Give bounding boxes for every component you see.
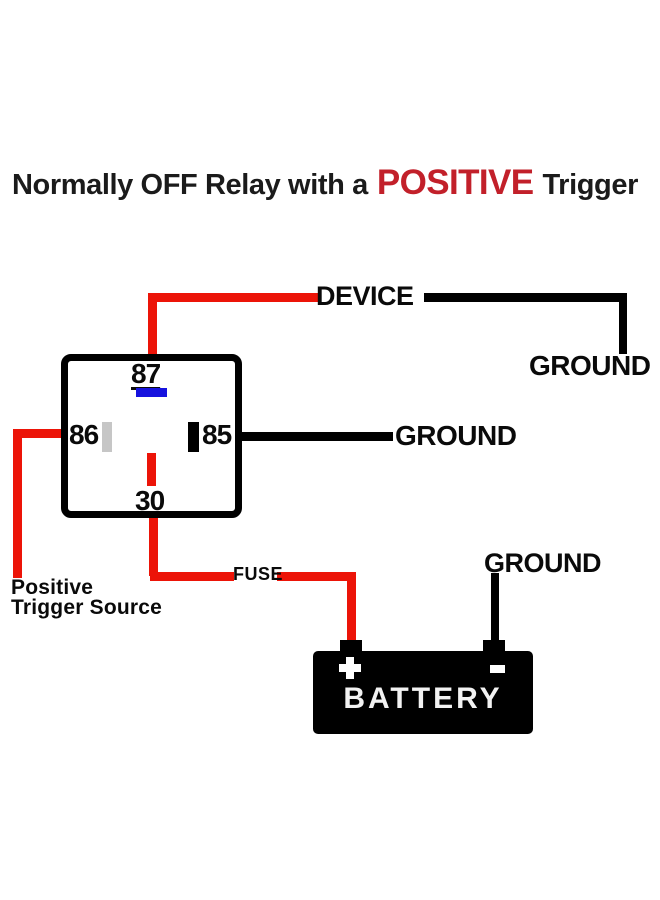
- trigger-label-line1: Positive: [11, 576, 94, 599]
- battery-minus-icon: [490, 665, 505, 673]
- wire-pin87-to-device: [148, 293, 318, 302]
- relay-pin-85-terminal: [188, 422, 199, 452]
- relay-pin-87-terminal: [136, 388, 167, 397]
- wire-device-to-ground-vertical: [619, 296, 627, 354]
- battery-plus-icon: [346, 657, 354, 679]
- relay-pin-86-terminal: [102, 422, 112, 452]
- relay-box: [61, 354, 242, 518]
- wire-pin85-to-ground: [239, 432, 393, 441]
- wire-pin30-vertical: [149, 514, 158, 576]
- wire-pin87-vertical: [148, 295, 157, 358]
- wire-device-to-ground-horizontal: [424, 293, 627, 302]
- wire-pin30-to-fuse: [150, 572, 234, 581]
- relay-pin-30-label: 30: [135, 485, 165, 516]
- fuse-label: FUSE: [233, 564, 284, 584]
- positive-trigger-source-label: Positive Trigger Source: [11, 576, 163, 619]
- ground-label-device: GROUND: [529, 350, 651, 381]
- relay-pin-85-label: 85: [202, 419, 232, 450]
- wire-fuse-to-battery-vertical: [347, 572, 356, 644]
- relay-pin-30-terminal: [147, 453, 156, 486]
- wire-trigger-vertical: [13, 429, 22, 578]
- wire-ground-to-battery-vertical: [491, 573, 499, 644]
- trigger-label-line2: Trigger Source: [11, 596, 163, 619]
- title-suffix: Trigger: [542, 169, 638, 201]
- wire-pin86-horizontal: [16, 429, 66, 438]
- title-highlight: POSITIVE: [376, 163, 534, 202]
- battery-label: BATTERY: [343, 682, 503, 715]
- title-prefix: Normally OFF Relay with a: [12, 169, 368, 201]
- ground-label-relay: GROUND: [395, 420, 517, 451]
- diagram-title: Normally OFF Relay with a POSITIVE Trigg…: [12, 163, 660, 203]
- battery-negative-post: [483, 640, 505, 654]
- battery-positive-post: [340, 640, 362, 654]
- wire-fuse-to-battery-horizontal: [277, 572, 356, 581]
- relay-pin-87-label: 87: [131, 358, 161, 389]
- device-label: DEVICE: [316, 281, 414, 311]
- ground-label-battery: GROUND: [484, 548, 602, 578]
- relay-pin-86-label: 86: [69, 419, 99, 450]
